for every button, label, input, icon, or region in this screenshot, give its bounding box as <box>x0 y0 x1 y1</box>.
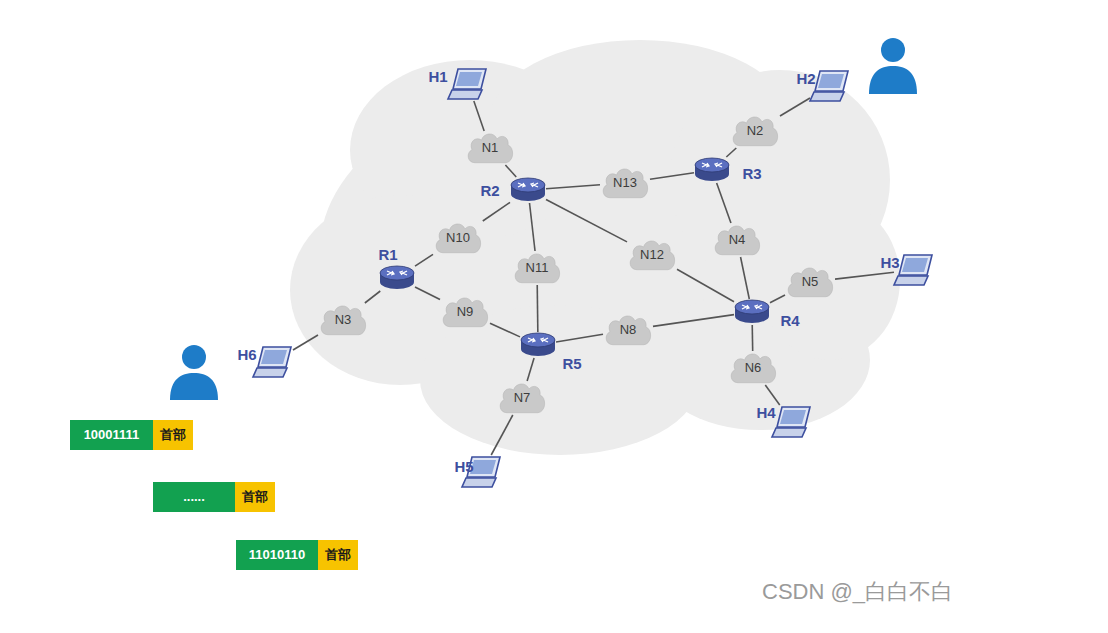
link-line <box>653 315 734 327</box>
packet-data: 10001111 <box>70 420 153 450</box>
host-node: H4 <box>772 405 812 439</box>
host-label: H1 <box>428 68 447 85</box>
person-icon <box>869 38 917 94</box>
network-label: N11 <box>512 251 562 285</box>
router-icon <box>734 299 770 325</box>
link-line <box>293 335 318 350</box>
router-label: R2 <box>480 182 499 199</box>
network-label: N1 <box>465 131 515 165</box>
router-node: R5 <box>520 332 556 358</box>
host-node: H2 <box>810 69 850 103</box>
network-cloud: N9 <box>440 295 490 329</box>
link-line <box>726 148 736 157</box>
router-node: R4 <box>734 299 770 325</box>
link-line <box>835 272 894 279</box>
link-line <box>415 254 433 266</box>
network-label: N2 <box>730 114 780 148</box>
host-node: H5 <box>462 455 502 489</box>
link-line <box>415 287 440 300</box>
router-icon <box>510 177 546 203</box>
laptop-icon <box>448 67 488 101</box>
laptop-icon <box>810 69 850 103</box>
router-icon <box>520 332 556 358</box>
network-cloud: N8 <box>603 313 653 347</box>
packet-box: 10001111首部 <box>70 420 193 450</box>
link-line <box>770 295 785 303</box>
link-line <box>780 98 810 116</box>
link-line <box>741 257 750 299</box>
network-cloud: N4 <box>712 223 762 257</box>
network-cloud: N1 <box>465 131 515 165</box>
host-label: H5 <box>454 458 473 475</box>
host-label: H6 <box>237 346 256 363</box>
network-cloud: N7 <box>497 381 547 415</box>
link-line <box>474 101 484 131</box>
network-cloud: N3 <box>318 303 368 337</box>
packet-data: ...... <box>153 482 235 512</box>
network-label: N9 <box>440 295 490 329</box>
network-label: N10 <box>433 221 483 255</box>
link-line <box>505 165 516 177</box>
link-line <box>650 173 694 180</box>
link-line <box>536 285 538 332</box>
person-icon <box>170 345 218 400</box>
host-node: H1 <box>448 67 488 101</box>
network-cloud: N10 <box>433 221 483 255</box>
network-cloud: N6 <box>728 351 778 385</box>
network-label: N6 <box>728 351 778 385</box>
packet-header: 首部 <box>153 420 193 450</box>
network-label: N8 <box>603 313 653 347</box>
network-cloud: N2 <box>730 114 780 148</box>
packet-box: ......首部 <box>153 482 275 512</box>
packet-box: 11010110首部 <box>236 540 358 570</box>
router-icon <box>379 265 415 291</box>
network-cloud: N13 <box>600 166 650 200</box>
router-node: R1 <box>379 265 415 291</box>
host-node: H3 <box>894 253 934 287</box>
laptop-icon <box>772 405 812 439</box>
link-line <box>546 199 627 241</box>
router-label: R3 <box>742 165 761 182</box>
router-node: R2 <box>510 177 546 203</box>
network-label: N13 <box>600 166 650 200</box>
network-cloud: N5 <box>785 265 835 299</box>
router-label: R5 <box>562 355 581 372</box>
network-label: N4 <box>712 223 762 257</box>
router-icon <box>694 157 730 183</box>
link-line <box>546 185 600 189</box>
link-line <box>530 203 536 251</box>
link-line <box>765 385 779 405</box>
laptop-icon <box>253 345 293 379</box>
host-node: H6 <box>253 345 293 379</box>
network-label: N12 <box>627 238 677 272</box>
packet-header: 首部 <box>235 482 275 512</box>
link-line <box>490 323 520 337</box>
network-label: N5 <box>785 265 835 299</box>
router-label: R4 <box>780 312 799 329</box>
host-label: H4 <box>756 404 775 421</box>
network-cloud: N11 <box>512 251 562 285</box>
link-line <box>365 291 380 303</box>
link-line <box>483 202 510 221</box>
network-cloud: N12 <box>627 238 677 272</box>
link-line <box>677 269 734 301</box>
laptop-icon <box>894 253 934 287</box>
router-node: R3 <box>694 157 730 183</box>
link-line <box>717 183 731 223</box>
watermark: CSDN @_白白不白 <box>762 577 953 607</box>
router-label: R1 <box>378 246 397 263</box>
host-label: H2 <box>796 70 815 87</box>
link-line <box>491 415 513 455</box>
packet-data: 11010110 <box>236 540 318 570</box>
host-label: H3 <box>880 254 899 271</box>
link-line <box>556 334 603 342</box>
network-label: N3 <box>318 303 368 337</box>
link-line <box>527 358 534 381</box>
packet-header: 首部 <box>318 540 358 570</box>
network-label: N7 <box>497 381 547 415</box>
link-line <box>751 325 753 351</box>
